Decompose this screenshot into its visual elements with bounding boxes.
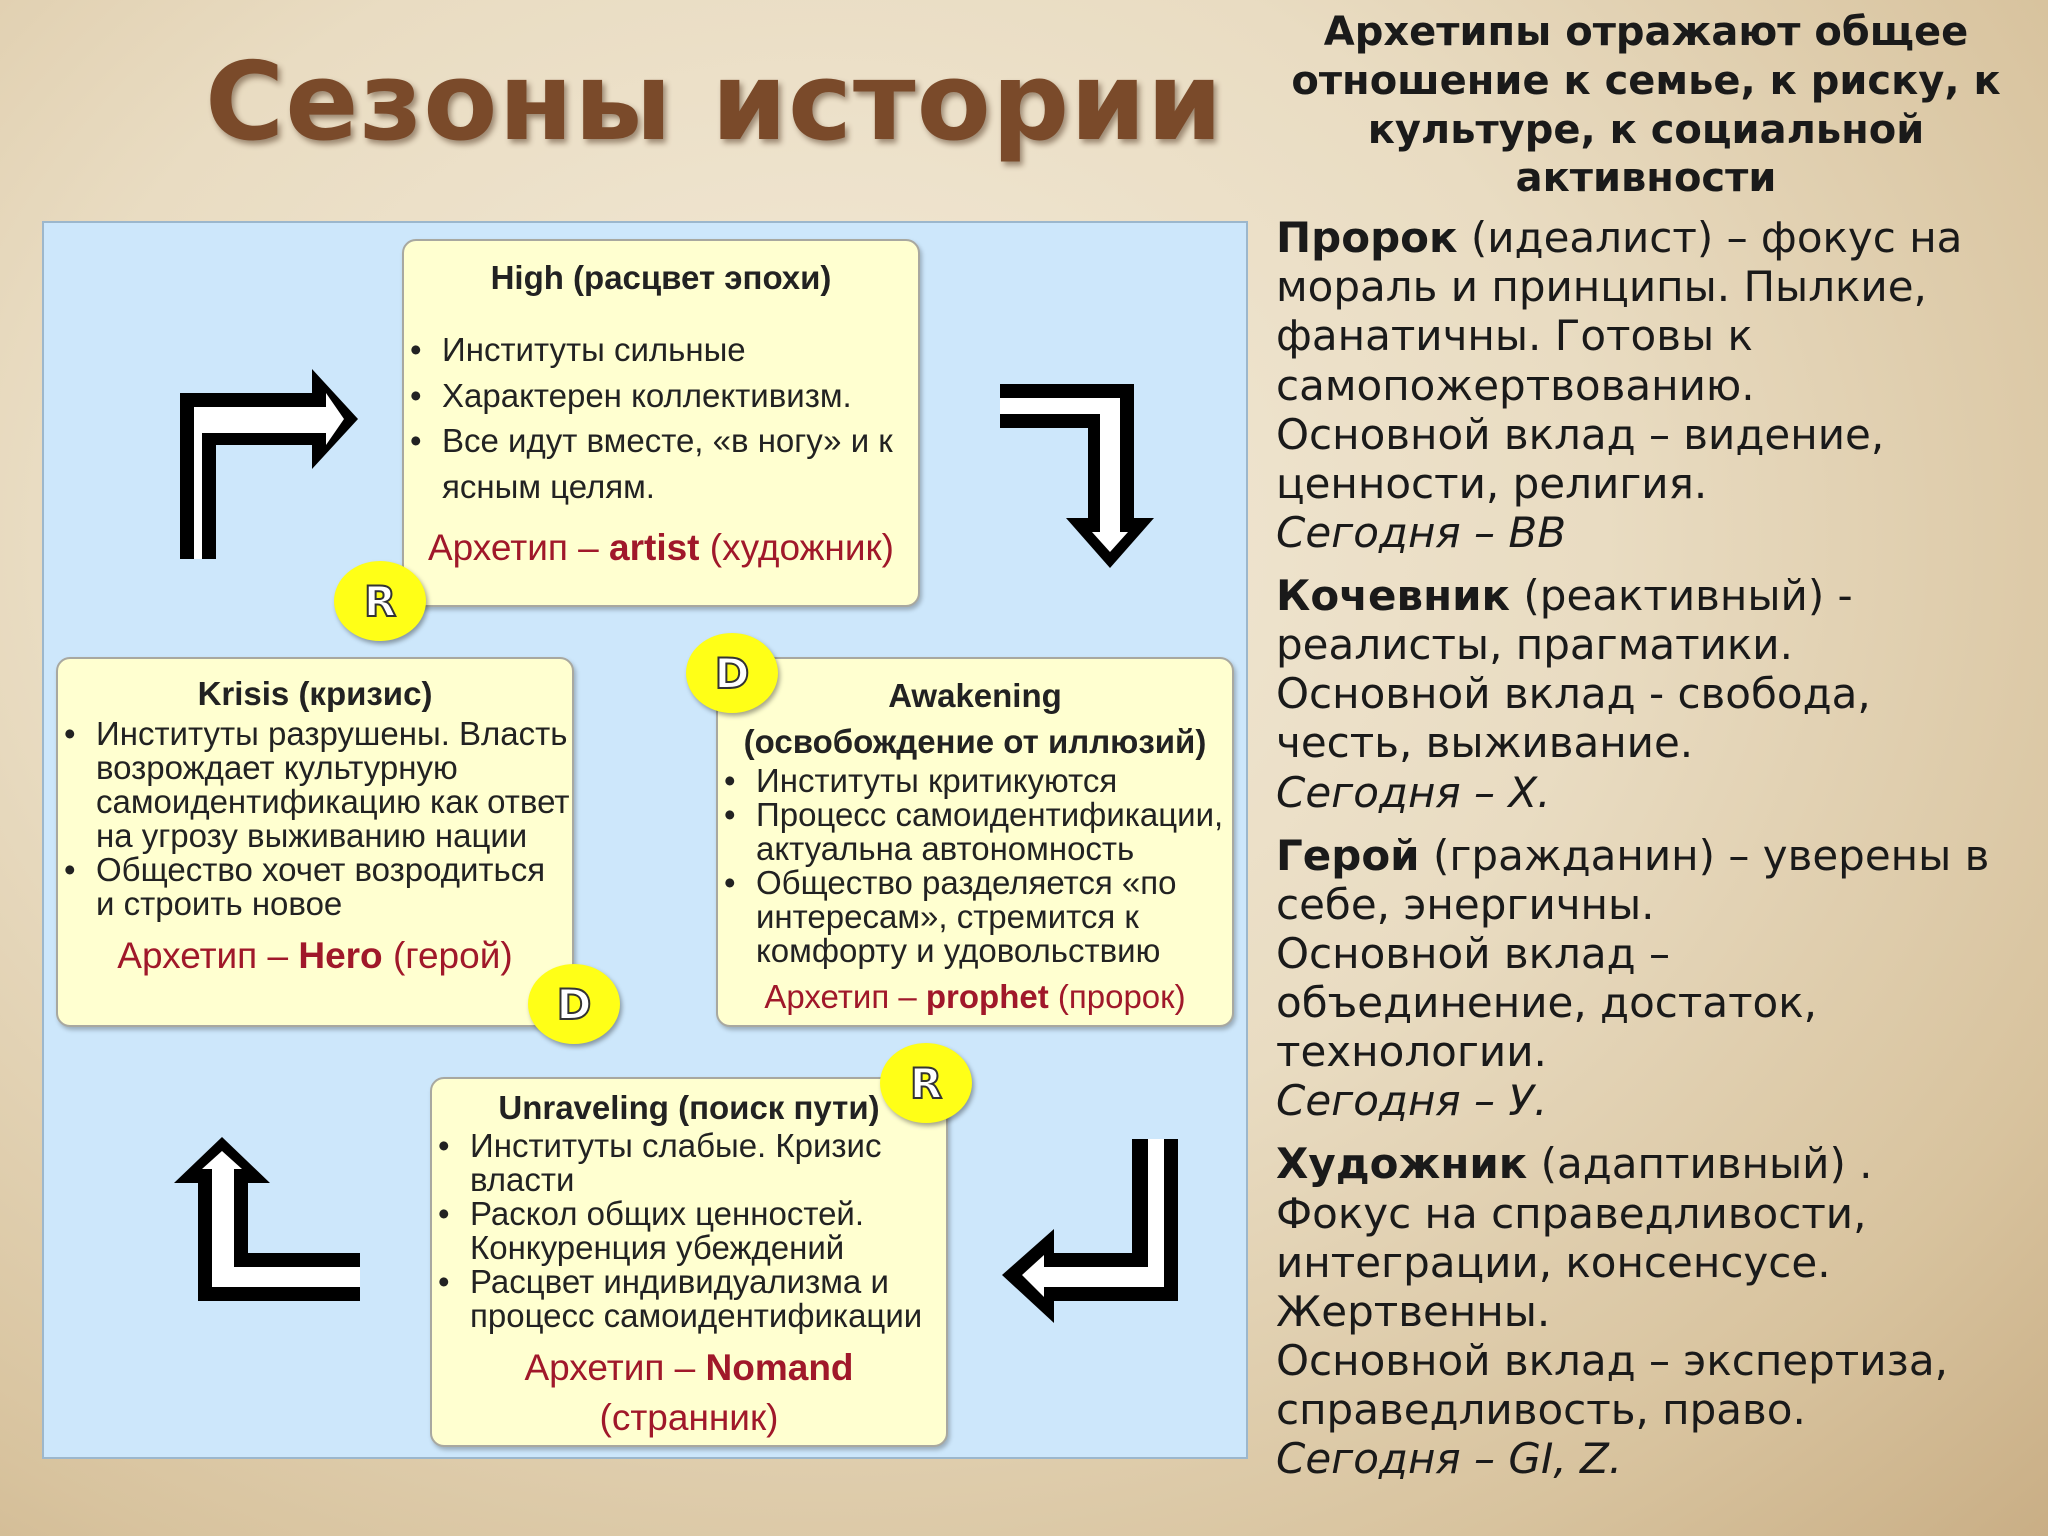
entry-line: Основной вклад – <box>1276 928 1670 978</box>
entry-first-line: (реактивный) - <box>1510 571 1853 621</box>
krisis-box: Krisis (кризис) Институты разрушены. Вла… <box>56 657 574 1027</box>
arrow-right-down-icon <box>1000 384 1154 568</box>
archetype-suffix: (странник) <box>599 1396 779 1438</box>
archetype-prefix: Архетип – <box>524 1346 706 1388</box>
unraveling-item: Расцвет индивидуализма и процесс самоиде… <box>438 1264 946 1333</box>
unraveling-box: Unraveling (поиск пути) Институты слабые… <box>430 1077 948 1447</box>
awakening-title-line2: (освобождение от иллюзий) <box>743 722 1207 760</box>
high-item: Институты сильные <box>410 327 918 373</box>
archetype-entry-nomad: Кочевник (реактивный) - реалисты, прагма… <box>1276 571 2016 817</box>
archetypes-sidebar: Архетипы отражают общее отношение к семь… <box>1276 8 2016 1497</box>
unraveling-item: Раскол общих ценностей. Конкуренция убеж… <box>438 1196 946 1265</box>
archetype-name: artist <box>609 527 700 569</box>
unraveling-archetype: Архетип – Nomand (странник) <box>432 1343 946 1443</box>
high-archetype: Архетип – artist (художник) <box>404 527 918 569</box>
awakening-title: Awakening (освобождение от иллюзий) <box>718 673 1232 764</box>
slide-title: Сезоны истории <box>205 40 1224 165</box>
awakening-title-line1: Awakening <box>888 677 1062 714</box>
badge-high: R <box>334 561 426 641</box>
archetype-prefix: Архетип – <box>427 527 610 569</box>
entry-line: Жертвенны. <box>1276 1286 1551 1336</box>
archetype-name: prophet <box>925 977 1049 1015</box>
entry-today: Сегодня – ВВ <box>1276 507 1567 557</box>
high-box: High (расцвет эпохи) Институты сильные Х… <box>402 239 920 607</box>
arrow-up-right-icon <box>180 369 358 559</box>
archetype-entry-hero: Герой (гражданин) – уверены в себе, энер… <box>1276 831 2016 1126</box>
sidebar-heading: Архетипы отражают общее отношение к семь… <box>1291 9 2001 202</box>
entry-line: фанатичны. Готовы к <box>1276 311 1753 361</box>
entry-line: мораль и принципы. Пылкие, <box>1276 262 1927 312</box>
entry-today: Сегодня – GI, Z. <box>1276 1434 1623 1484</box>
entry-line: Основной вклад – видение, <box>1276 409 1885 459</box>
high-item: Все идут вместе, «в ногу» и к ясным целя… <box>410 418 918 509</box>
entry-line: честь, выживание. <box>1276 718 1694 768</box>
archetype-entry-prophet: Пророк (идеалист) – фокус на мораль и пр… <box>1276 213 2016 557</box>
awakening-item: Процесс самоидентификации, актуальна авт… <box>724 798 1232 866</box>
archetype-suffix: (художник) <box>699 527 895 569</box>
archetype-suffix: (герой) <box>382 934 513 976</box>
krisis-archetype: Архетип – Hero (герой) <box>58 935 572 977</box>
awakening-item: Общество разделяется «по интересам», стр… <box>724 866 1232 968</box>
unraveling-item: Институты слабые. Кризис власти <box>438 1129 946 1197</box>
entry-line: самопожертвованию. <box>1276 360 1755 410</box>
high-item: Характерен коллективизм. <box>410 373 918 419</box>
entry-first-line: (гражданин) – уверены в <box>1419 830 1990 880</box>
archetype-name: Nomand <box>705 1346 854 1388</box>
high-title: High (расцвет эпохи) <box>490 259 832 296</box>
archetype-entry-artist: Художник (адаптивный) . Фокус на справед… <box>1276 1139 2016 1483</box>
arrow-up-from-right-icon <box>174 1137 360 1301</box>
entry-line: интеграции, консенсусе. <box>1276 1237 1831 1287</box>
krisis-item: Институты разрушены. Власть возрождает к… <box>64 717 572 853</box>
archetype-prefix: Архетип – <box>117 934 299 976</box>
entry-first-line: (адаптивный) . <box>1527 1139 1873 1189</box>
entry-line: ценности, религия. <box>1276 458 1708 508</box>
entry-line: объединение, достаток, <box>1276 978 1817 1028</box>
badge-awakening: D <box>686 633 778 713</box>
archetype-name: Hero <box>298 934 383 976</box>
awakening-item: Институты критикуются <box>724 764 1232 798</box>
entry-line: Основной вклад – экспертиза, <box>1276 1335 1948 1385</box>
entry-today: Сегодня – Х. <box>1276 767 1551 817</box>
entry-first-line: (идеалист) – фокус на <box>1457 213 1963 263</box>
archetype-suffix: (пророк) <box>1048 977 1186 1015</box>
archetype-prefix: Архетип – <box>764 977 926 1015</box>
krisis-item: Общество хочет возродиться и строить нов… <box>64 852 572 921</box>
entry-line: Основной вклад - свобода, <box>1276 669 1871 719</box>
awakening-box: Awakening (освобождение от иллюзий) Инст… <box>716 657 1234 1027</box>
entry-today: Сегодня – У. <box>1276 1076 1548 1126</box>
seasons-diagram: High (расцвет эпохи) Институты сильные Х… <box>42 221 1248 1459</box>
entry-name: Герой <box>1276 830 1420 880</box>
entry-line: себе, энергичны. <box>1276 879 1655 929</box>
awakening-archetype: Архетип – prophet (пророк) <box>718 978 1232 1016</box>
entry-name: Художник <box>1276 1139 1528 1189</box>
krisis-title: Krisis (кризис) <box>197 675 433 712</box>
entry-line: технологии. <box>1276 1027 1547 1077</box>
entry-line: Фокус на справедливости, <box>1276 1188 1867 1238</box>
badge-unraveling: R <box>880 1043 972 1123</box>
arrow-down-left-icon <box>1002 1139 1178 1323</box>
entry-name: Пророк <box>1276 213 1458 263</box>
badge-krisis: D <box>528 964 620 1044</box>
entry-line: реалисты, прагматики. <box>1276 620 1793 670</box>
unraveling-title: Unraveling (поиск пути) <box>498 1089 880 1126</box>
entry-line: справедливость, право. <box>1276 1385 1806 1435</box>
entry-name: Кочевник <box>1276 571 1511 621</box>
